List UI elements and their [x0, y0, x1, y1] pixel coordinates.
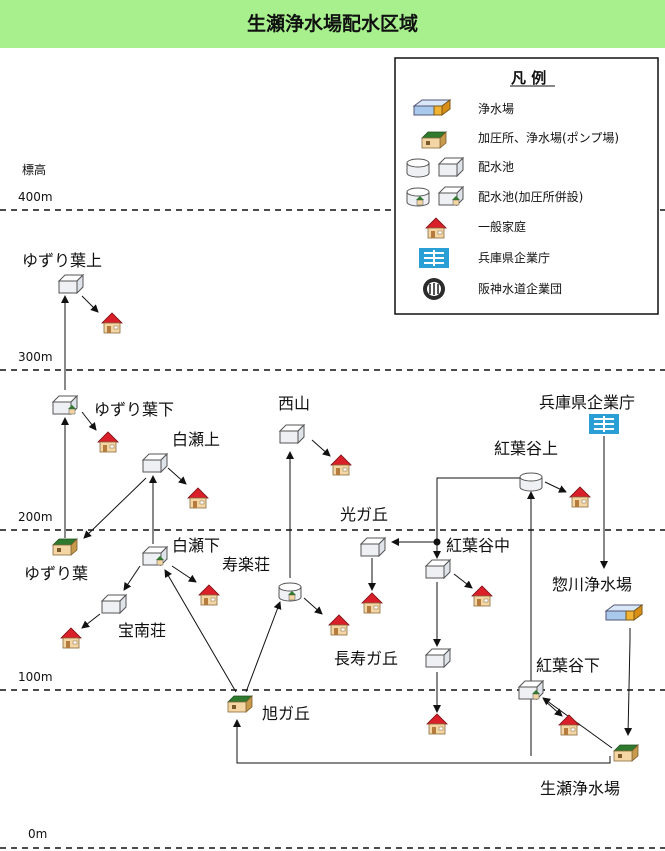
flow-asahigaoka-to-jurakusou	[245, 601, 282, 693]
flow-sougawa-to-namaze	[624, 628, 633, 736]
house-icon	[198, 584, 220, 606]
node-label-hikarigaoka: 光ガ丘	[340, 505, 388, 524]
node-label-kouyoudani-ue: 紅葉谷上	[494, 439, 558, 458]
reservoir-icon	[519, 472, 543, 492]
reservoir-icon	[360, 537, 386, 557]
node-label-yuzuriha-ue: ゆずり葉上	[22, 251, 102, 270]
elevation-label-0: 0m	[28, 827, 47, 841]
legend-label-pump: 加圧所、浄水場(ポンプ場)	[478, 131, 619, 145]
flow-kouyoudanishita-to-house	[543, 699, 563, 717]
elevation-label-200: 200m	[18, 510, 53, 524]
flow-shiraseue-to-yuzuriha	[83, 477, 147, 539]
pump-station-icon	[613, 744, 639, 762]
reservoir-with-pump-icon	[518, 680, 544, 700]
hyogo-enterprise-bureau-logo-icon	[588, 413, 620, 435]
node-label-namaze-jousuijou: 生瀬浄水場	[540, 779, 620, 798]
reservoir-with-pump-icon	[438, 186, 464, 206]
node-label-hyogo-kigyocho: 兵庫県企業庁	[539, 393, 635, 412]
node-label-sougawa-jousuijou: 惣川浄水場	[552, 575, 632, 594]
house-icon	[187, 487, 209, 509]
pump-station-icon	[421, 131, 447, 149]
node-label-yuzuriha: ゆずり葉	[24, 564, 88, 583]
house-icon	[426, 713, 448, 735]
flow-connectors	[61, 295, 633, 764]
flow-yuzurihashita-to-house	[81, 411, 97, 431]
node-label-nishiyama: 西山	[278, 394, 310, 413]
page-title: 生瀬浄水場配水区域	[246, 13, 418, 35]
reservoir-icon	[101, 594, 127, 614]
junction-dot	[433, 538, 441, 546]
house-icon	[328, 614, 350, 636]
flow-shiraseue-to-house	[167, 467, 187, 485]
flow-shirasesita-to-hounansou	[123, 565, 141, 591]
hyogo-enterprise-bureau-logo-icon	[418, 247, 450, 269]
reservoir-icon	[425, 559, 451, 579]
node-label-shirase-ue: 白瀬上	[172, 430, 220, 449]
distribution-reservoir-icon	[438, 157, 464, 177]
elevation-label-400: 400m	[18, 190, 53, 204]
node-label-yuzuriha-shita: ゆずり葉下	[94, 400, 174, 419]
legend: 凡 例 浄水場 加圧所、浄水場(ポンプ場) 配水池 配水池(加圧所併設) 一般家…	[394, 57, 659, 315]
elevation-heading: 標高	[22, 162, 46, 177]
node-label-shirase-shita: 白瀬下	[172, 536, 220, 555]
flow-namaze-to-asahigaoka	[233, 719, 611, 764]
node-label-hounansou: 宝南荘	[118, 621, 166, 640]
house-icon	[97, 431, 119, 453]
legend-title: 凡 例	[511, 69, 546, 87]
reservoir-icon	[279, 424, 305, 444]
house-icon	[569, 486, 591, 508]
node-label-choujugaoka: 長寿ガ丘	[334, 649, 398, 668]
legend-label-plant: 浄水場	[478, 102, 514, 116]
legend-label-hyogo: 兵庫県企業庁	[478, 250, 550, 265]
house-icon	[330, 454, 352, 476]
reservoir-icon	[142, 453, 168, 473]
pump-station-icon	[52, 538, 78, 556]
hanshin-water-authority-logo-icon	[422, 277, 446, 301]
house-icon	[471, 585, 493, 607]
water-purification-plant-icon	[605, 604, 643, 621]
flow-nishiyama-to-house	[311, 439, 331, 457]
node-label-jurakusou: 寿楽荘	[222, 555, 270, 574]
flow-hounansou-to-house	[81, 613, 101, 629]
node-label-kouyoudani-shita: 紅葉谷下	[536, 656, 600, 675]
flow-asahigaoka-to-shirasesita	[164, 569, 237, 693]
flow-yuzurihaue-to-house	[81, 295, 99, 313]
flow-kouyoudaniue-to-kouyoudaninaka	[433, 477, 522, 559]
distribution-reservoir-icon	[406, 158, 430, 178]
elevation-label-100: 100m	[18, 670, 53, 684]
legend-box	[394, 57, 659, 315]
node-label-asahigaoka: 旭ガ丘	[262, 704, 310, 723]
flow-jurakusou-to-house	[303, 597, 323, 615]
flow-kouyoudaninaka-to-house	[453, 573, 473, 589]
house-icon	[101, 312, 123, 334]
pump-station-icon	[227, 695, 253, 713]
legend-label-reservoir-pump: 配水池(加圧所併設)	[478, 189, 583, 204]
legend-label-house: 一般家庭	[478, 219, 526, 234]
elevation-label-300: 300m	[18, 350, 53, 364]
reservoir-icon	[58, 274, 84, 294]
reservoir-with-pump-icon	[142, 546, 168, 566]
house-icon	[558, 714, 580, 736]
water-purification-plant-icon	[413, 99, 451, 116]
house-icon	[60, 627, 82, 649]
house-icon	[361, 592, 383, 614]
legend-label-hanshin: 阪神水道企業団	[478, 281, 562, 296]
flow-kouyoudaniue-to-house	[544, 481, 567, 493]
reservoir-icon	[425, 648, 451, 668]
title-bar	[0, 0, 665, 48]
legend-label-reservoir: 配水池	[478, 160, 514, 174]
node-label-kouyoudani-naka: 紅葉谷中	[446, 536, 510, 555]
flow-shirasesita-to-house	[171, 565, 197, 583]
